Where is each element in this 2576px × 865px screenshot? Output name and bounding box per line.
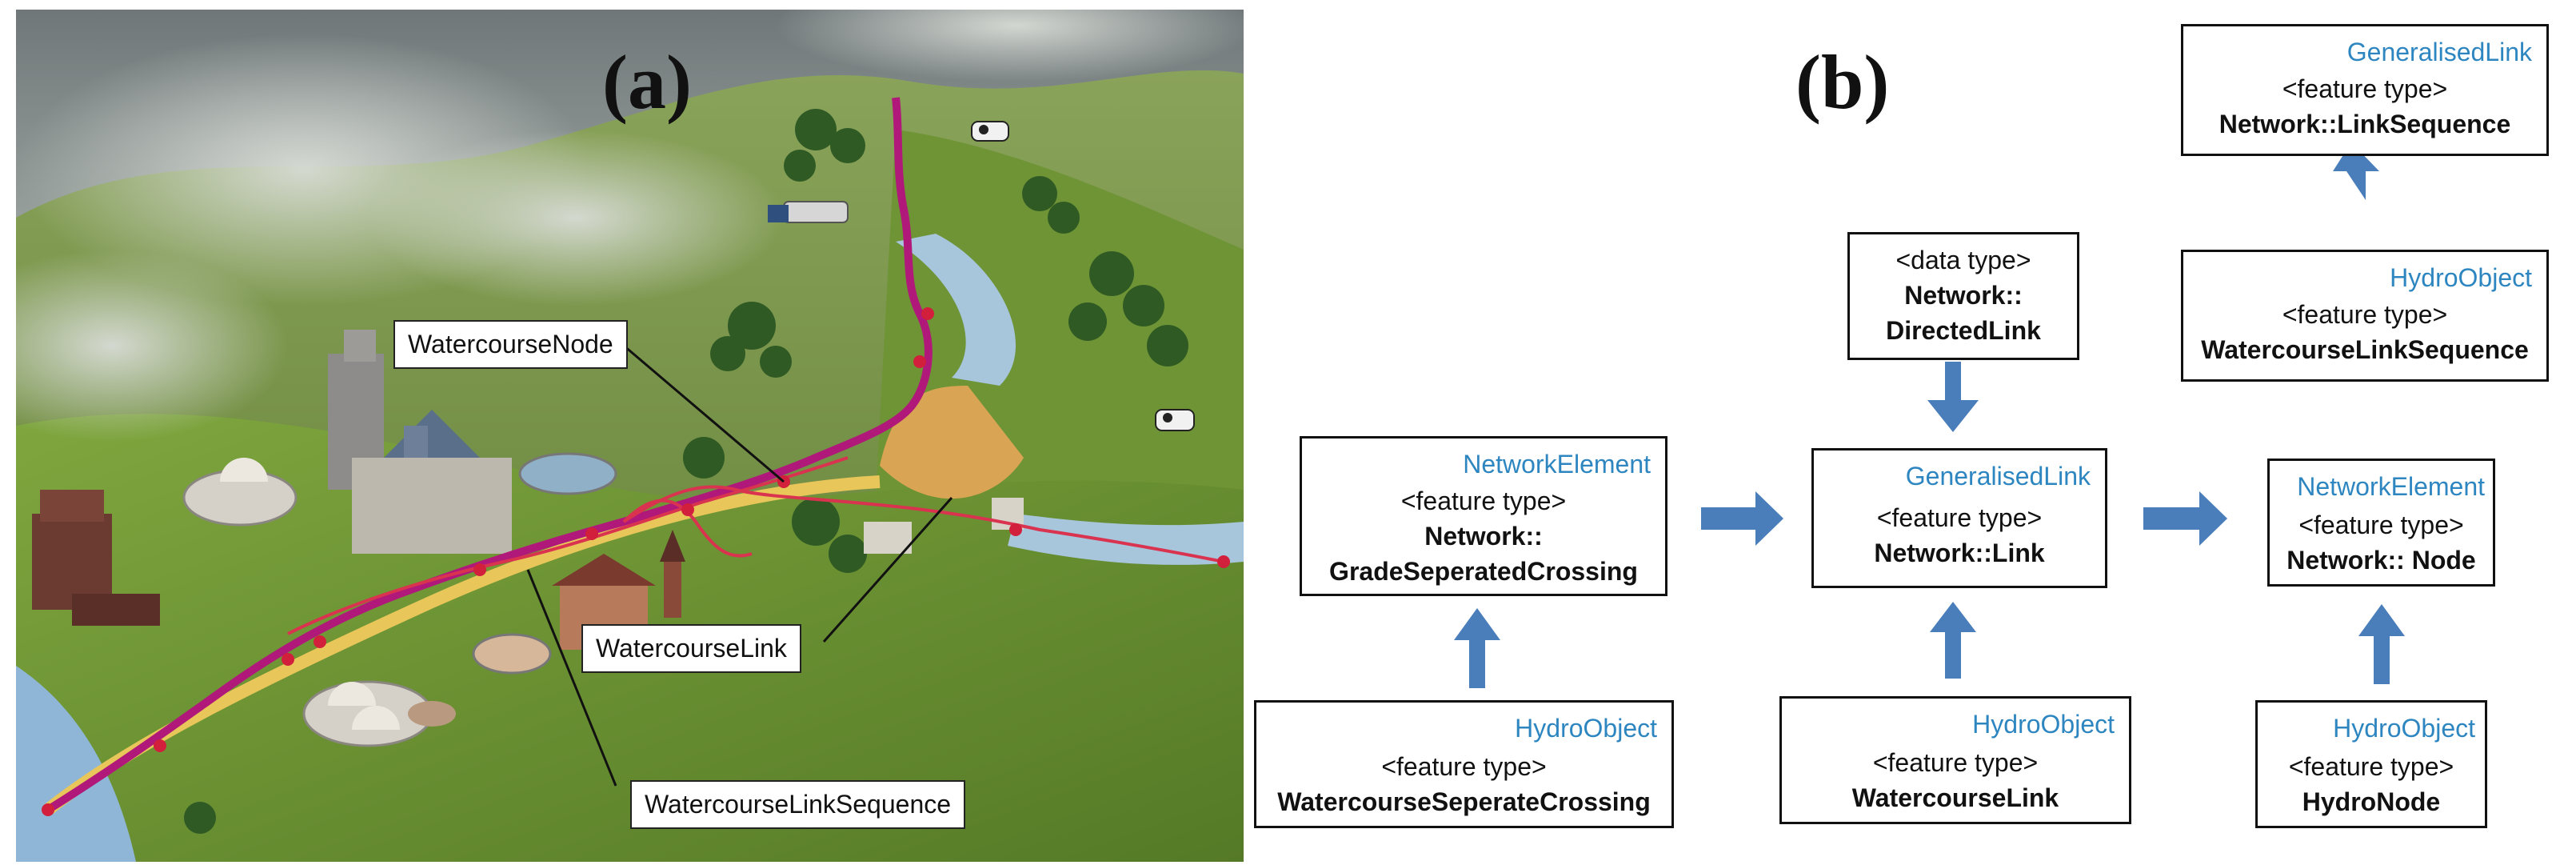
supertype-label: GeneralisedLink (2346, 38, 2532, 66)
supertype-label: GeneralisedLink (1905, 462, 2091, 491)
callout-watercourse-link: WatercourseLink (581, 624, 801, 673)
class-name: Network::Link (1874, 539, 2045, 567)
uml-box-watercourse-link: HydroObject <feature type> WatercourseLi… (1779, 696, 2131, 824)
stereotype-label: <feature type> (2288, 752, 2454, 781)
animals (971, 121, 1195, 431)
class-name-line1: Network:: (1904, 281, 2023, 310)
arrow-right-link (2143, 491, 2227, 546)
fog-cloud (16, 250, 288, 442)
stereotype-label: <feature type> (1876, 503, 2043, 532)
arrow-up-node (2358, 604, 2405, 684)
callout-watercourse-node: WatercourseNode (393, 320, 628, 369)
supertype-label: NetworkElement (1463, 450, 1651, 479)
fog-cloud (776, 10, 1244, 82)
stereotype-label: <feature type> (1400, 487, 1567, 515)
uml-box-grade-separated-crossing: NetworkElement <feature type> Network:: … (1300, 436, 1667, 596)
uml-box-link-sequence: GeneralisedLink <feature type> Network::… (2181, 24, 2549, 156)
fog-cloud (368, 130, 784, 306)
callout-leader-node (623, 344, 785, 483)
arrow-up-sequence (2333, 142, 2379, 200)
uml-box-network-link: GeneralisedLink <feature type> Network::… (1811, 448, 2107, 588)
callout-leader-sequence (526, 569, 617, 787)
reservoir (880, 386, 1024, 499)
upper-stream (896, 234, 1016, 386)
right-stream (1008, 514, 1244, 565)
treatment-tanks (182, 452, 617, 747)
supertype-label: HydroObject (2333, 714, 2475, 743)
panel-a-label: (a) (602, 39, 692, 125)
arrow-up-crossing (1454, 608, 1500, 688)
arrow-down-directed (1927, 362, 1979, 432)
class-name-line2: GradeSeperatedCrossing (1329, 557, 1638, 586)
class-name: Network::LinkSequence (2219, 110, 2511, 138)
stereotype-label: <feature type> (1381, 752, 1547, 781)
watercourse-link (622, 485, 1224, 563)
buildings (32, 330, 1024, 650)
watercourse-link-sequence (46, 97, 933, 814)
supertype-label: HydroObject (2390, 263, 2532, 292)
arrow-up-link (1930, 602, 1976, 679)
class-name: HydroNode (2302, 787, 2441, 816)
arrow-right-crossing (1701, 491, 1783, 546)
landscape-illustration (16, 10, 1244, 862)
stereotype-label: <feature type> (2298, 511, 2464, 539)
callout-watercourse-link-sequence: WatercourseLinkSequence (630, 780, 966, 829)
class-name: Network:: Node (2286, 546, 2476, 575)
uml-box-network-node: NetworkElement <feature type> Network:: … (2267, 459, 2495, 587)
truck (768, 201, 849, 223)
panel-b-label: (b) (1795, 39, 1890, 125)
stereotype-label: <data type> (1895, 246, 2031, 274)
supertype-label: HydroObject (1972, 710, 2115, 739)
uml-box-watercourse-separate-crossing: HydroObject <feature type> WatercourseSe… (1254, 700, 1674, 828)
trees (184, 109, 1188, 834)
supertype-label: NetworkElement (2297, 472, 2485, 501)
uml-box-watercourse-link-sequence: HydroObject <feature type> WatercourseLi… (2181, 250, 2549, 382)
callout-leader-link (822, 497, 953, 643)
watercourse-nodes (42, 307, 1230, 816)
stereotype-label: <feature type> (1872, 748, 2039, 777)
stereotype-label: <feature type> (2282, 300, 2448, 329)
class-name: WatercourseLink (1851, 783, 2059, 812)
supertype-label: HydroObject (1515, 714, 1657, 743)
class-name: WatercourseSeperateCrossing (1277, 787, 1651, 816)
stereotype-label: <feature type> (2282, 74, 2448, 103)
class-name: WatercourseLinkSequence (2201, 335, 2529, 364)
uml-box-hydro-node: HydroObject <feature type> HydroNode (2255, 700, 2487, 828)
uml-box-directed-link: <data type> Network:: DirectedLink (1847, 232, 2079, 360)
class-name-line1: Network:: (1424, 522, 1543, 551)
watercourse-link (622, 499, 753, 558)
class-name-line2: DirectedLink (1886, 316, 2041, 345)
